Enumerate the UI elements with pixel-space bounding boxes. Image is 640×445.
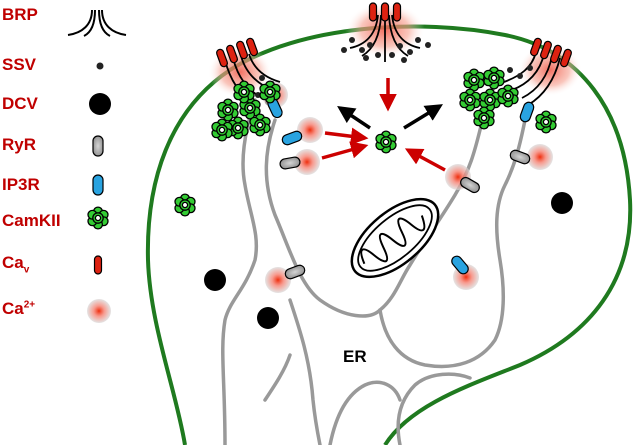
dcv-legend-icon xyxy=(89,93,111,115)
camkii-free xyxy=(174,193,196,217)
camkii-translocation-arrows xyxy=(337,104,443,130)
legend-ca-sup: 2+ xyxy=(23,299,36,311)
cav-legend-icon xyxy=(93,255,103,275)
ip3r-channel xyxy=(449,253,471,277)
er-network xyxy=(221,83,527,445)
ca2-legend-icon xyxy=(87,299,111,323)
brp-legend-icon xyxy=(67,9,127,37)
legend-label-ryr: RyR xyxy=(2,135,37,154)
mitochondrion xyxy=(350,197,440,279)
camkii-center xyxy=(375,130,397,154)
ssv-legend-icon xyxy=(96,62,104,70)
active-zone-top xyxy=(341,2,431,63)
legend-label-brp: BRP xyxy=(2,5,38,24)
dcv xyxy=(257,307,279,329)
er-label: ER xyxy=(343,347,367,366)
legend-label-camkii: CamKII xyxy=(2,211,61,230)
legend-label-ca2: Ca2+ xyxy=(2,300,35,317)
ip3r-channel xyxy=(518,100,536,124)
legend-cav-base: Ca xyxy=(2,253,24,272)
legend-label-ssv: SSV xyxy=(2,55,37,74)
active-zone-right xyxy=(497,36,582,106)
legend: BRP SSV DCV RyR IP3R CamKII Cav Ca2+ xyxy=(0,0,120,445)
legend-label-ip3r: IP3R xyxy=(2,175,40,194)
ip3r-legend-icon xyxy=(92,174,104,196)
legend-label-dcv: DCV xyxy=(2,94,38,113)
calcium-flux-arrows xyxy=(321,78,446,172)
legend-label-cav: Cav xyxy=(2,254,29,275)
dcv xyxy=(204,269,226,291)
ryr-legend-icon xyxy=(92,135,104,157)
presynaptic-membrane xyxy=(145,24,633,445)
ip3r-channel xyxy=(280,129,304,147)
camkii-legend-icon xyxy=(87,206,109,230)
legend-cav-sub: v xyxy=(23,264,30,276)
legend-ca-base: Ca xyxy=(2,299,24,318)
dcv xyxy=(551,192,573,214)
